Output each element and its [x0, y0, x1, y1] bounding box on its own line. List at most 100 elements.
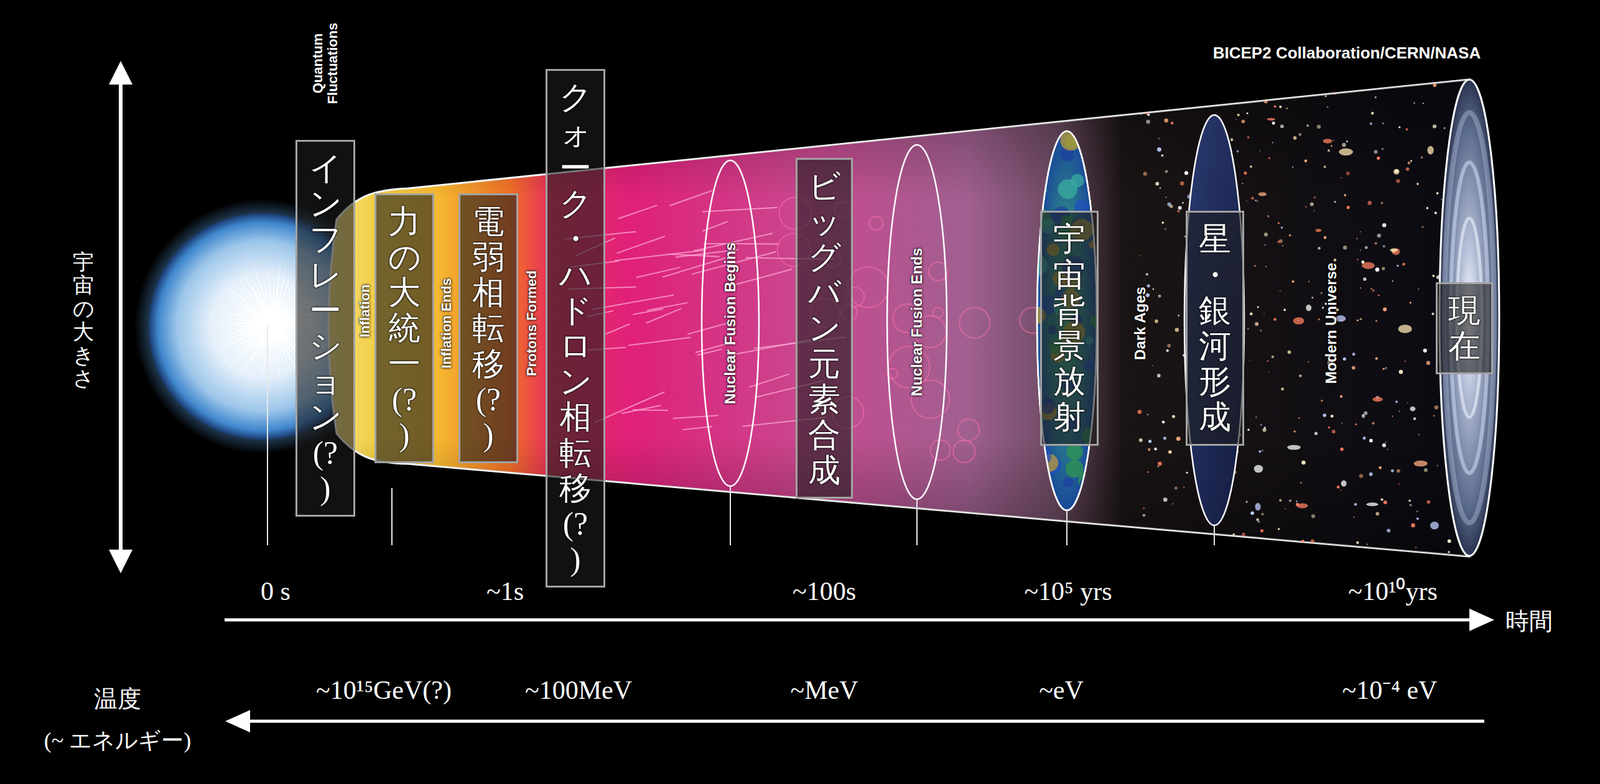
- star-dot: [1343, 194, 1347, 197]
- star-dot: [1380, 498, 1383, 501]
- temperature-axis-head: [225, 710, 251, 733]
- star-dot: [1256, 540, 1259, 543]
- cmb-pattern: [1027, 129, 1108, 517]
- star-dot: [1247, 136, 1250, 139]
- epoch-box: インフレーション(?): [295, 139, 356, 517]
- star-dot: [1353, 516, 1355, 519]
- galaxy-blob: [1430, 521, 1439, 531]
- galaxy-blob: [1427, 146, 1434, 155]
- star-dot: [1255, 518, 1260, 522]
- epoch-label: クォーク・ハドロン相転移(?): [559, 79, 592, 578]
- epoch-caption: Nuclear Fusion Ends: [908, 248, 926, 397]
- star-dot: [1249, 359, 1251, 361]
- epoch-box: ビッグバン元素合成: [795, 158, 853, 500]
- star-dot: [1331, 429, 1336, 434]
- star-dot: [1237, 89, 1239, 91]
- star-dot: [1301, 556, 1304, 559]
- star-dot: [1259, 150, 1261, 152]
- star-dot: [1167, 344, 1171, 348]
- star-dot: [1280, 226, 1284, 229]
- star-dot: [1300, 482, 1303, 484]
- star-dot: [1295, 500, 1298, 503]
- star-dot: [1434, 405, 1439, 410]
- time-value: ~1s: [486, 577, 524, 606]
- star-dot: [1374, 241, 1378, 245]
- galaxy-field: [1137, 69, 1452, 564]
- star-dot: [1207, 85, 1211, 89]
- galaxy-blob: [1341, 480, 1347, 487]
- star-dot: [1379, 466, 1382, 470]
- star-dot: [1255, 322, 1259, 326]
- star-dot: [1154, 319, 1159, 324]
- star-dot: [1405, 167, 1410, 171]
- star-dot: [1174, 486, 1178, 490]
- star-dot: [1267, 215, 1270, 218]
- star-dot: [1409, 301, 1412, 304]
- star-dot: [1447, 539, 1452, 544]
- star-dot: [1369, 472, 1373, 477]
- star-dot: [1346, 205, 1350, 210]
- particle-spiral: [869, 216, 883, 231]
- galaxy-blob: [1293, 317, 1305, 325]
- star-dot: [1236, 150, 1240, 154]
- star-dot: [1422, 102, 1424, 104]
- star-dot: [1385, 441, 1387, 443]
- star-dot: [1162, 420, 1166, 424]
- star-dot: [1305, 205, 1307, 208]
- first-stars-ellipse: [1184, 115, 1245, 526]
- star-dot: [1339, 447, 1344, 452]
- cmb-spot: [1033, 156, 1049, 173]
- star-dot: [1157, 373, 1161, 378]
- star-dot: [1362, 414, 1365, 417]
- star-dot: [1366, 546, 1368, 549]
- star-dot: [1176, 210, 1180, 213]
- epoch-tick: [1066, 510, 1068, 546]
- star-dot: [1381, 201, 1384, 205]
- particle-streak: [632, 409, 669, 412]
- temperature-value: ~MeV: [790, 676, 858, 705]
- star-dot: [1316, 125, 1321, 129]
- star-dot: [1314, 432, 1318, 436]
- galaxy-blob: [1254, 465, 1264, 474]
- star-dot: [1396, 265, 1399, 267]
- star-dot: [1369, 439, 1373, 443]
- star-dot: [1139, 438, 1143, 443]
- star-dot: [1261, 513, 1265, 516]
- particle-spiral: [958, 419, 980, 442]
- star-dot: [1420, 156, 1423, 159]
- epoch-label: インフレーション(?): [309, 150, 342, 507]
- star-dot: [1421, 225, 1424, 228]
- star-dot: [1237, 113, 1240, 117]
- time-value: ~10¹⁰yrs: [1348, 577, 1438, 606]
- star-dot: [1246, 112, 1248, 115]
- cmb-spot: [1083, 133, 1106, 157]
- star-dot: [1432, 274, 1435, 278]
- star-dot: [1157, 147, 1162, 152]
- star-dot: [1410, 159, 1413, 162]
- star-dot: [1398, 411, 1400, 413]
- star-dot: [1317, 246, 1321, 251]
- star-dot: [1301, 539, 1305, 544]
- expansion-cone: [328, 79, 1470, 557]
- size-axis-head: [108, 549, 133, 574]
- star-dot: [1334, 78, 1336, 80]
- star-dot: [1152, 288, 1154, 291]
- star-dot: [1267, 360, 1269, 363]
- star-dot: [1383, 500, 1388, 505]
- star-dot: [1263, 426, 1266, 429]
- particle-streak: [614, 250, 706, 261]
- particle-streak: [636, 267, 680, 278]
- star-dot: [1137, 409, 1142, 414]
- star-dot: [1389, 83, 1394, 88]
- epoch-box: 力の大統一(?): [374, 193, 435, 464]
- star-dot: [1165, 196, 1167, 198]
- star-dot: [1375, 357, 1378, 361]
- star-dot: [1147, 471, 1149, 473]
- star-dot: [1285, 107, 1288, 110]
- epoch-tick: [729, 486, 731, 546]
- star-dot: [1336, 485, 1340, 489]
- epoch-caption: Inflation Ends: [439, 278, 455, 369]
- star-dot: [1287, 350, 1292, 354]
- star-dot: [1313, 210, 1316, 212]
- star-dot: [1372, 289, 1375, 293]
